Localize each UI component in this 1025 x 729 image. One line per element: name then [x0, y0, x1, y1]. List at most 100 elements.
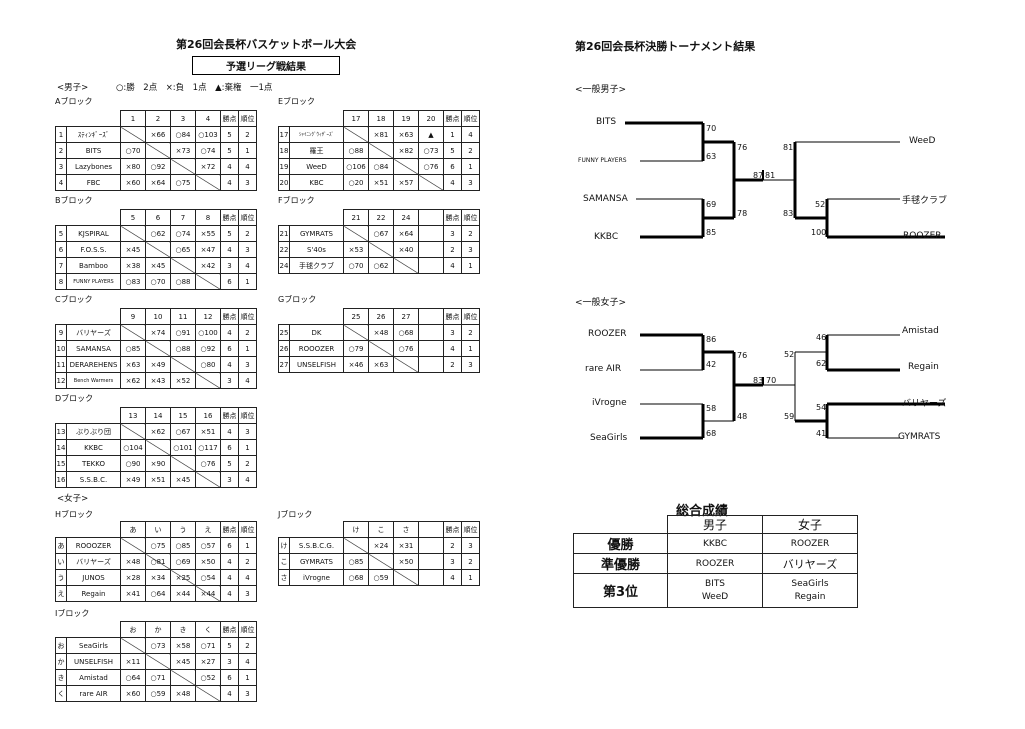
cell — [368, 241, 394, 258]
col-header: 順位 — [461, 209, 480, 226]
left-subtitle: 予選リーグ戦結果 — [192, 56, 340, 75]
cell — [393, 158, 419, 175]
block-a-label: Aブロック — [55, 97, 93, 106]
men-score-final-l: 87 — [753, 171, 764, 180]
women-team-gymrats: GYMRATS — [898, 432, 941, 442]
women-label: <女子> — [57, 494, 89, 504]
cell: 1 — [461, 569, 480, 586]
summary-women-2: バリヤーズ — [762, 553, 858, 574]
men-team-samansa: SAMANSA — [583, 194, 628, 204]
col-header: 順位 — [238, 621, 257, 638]
cell: 3 — [220, 372, 239, 389]
summary-table: 男子 女子 優勝 KKBC ROOZER 準優勝 ROOZER バリヤーズ 第3… — [572, 515, 858, 608]
men-team-weed: WeeD — [909, 136, 936, 146]
summary-label-3: 第3位 — [572, 573, 669, 608]
legend: ○:勝 2点 ×:負 1点 ▲:棄権 一1点 — [116, 83, 273, 93]
cell: 3 — [238, 174, 257, 191]
women-score-roozer: 86 — [706, 335, 717, 344]
team-name: FBC — [66, 174, 121, 191]
cell — [195, 685, 221, 702]
summary-men-1: KKBC — [667, 533, 763, 554]
cell: ○20 — [343, 174, 369, 191]
women-team-rare-air: rare AIR — [585, 364, 622, 374]
cell: 1 — [238, 273, 257, 290]
men-score-semi-l-top: 76 — [737, 143, 748, 152]
summary-women-1: ROOZER — [762, 533, 858, 554]
cell — [343, 537, 369, 554]
men-score-roozer: 100 — [811, 228, 827, 237]
cell: 4 — [238, 372, 257, 389]
summary-col-men: 男子 — [667, 515, 763, 534]
team-name: rare AIR — [66, 685, 121, 702]
block-i-label: Iブロック — [55, 609, 90, 618]
cell — [120, 637, 146, 654]
col-header: 順位 — [461, 521, 480, 538]
cell — [170, 669, 196, 686]
cell — [393, 356, 419, 373]
women-score-semi-l-bot: 48 — [737, 412, 748, 421]
men-team-kkbc: KKBC — [594, 232, 619, 242]
cell: ○70 — [145, 273, 171, 290]
women-score-ivrogne: 58 — [706, 404, 717, 413]
women-team-ivrogne: iVrogne — [592, 398, 627, 408]
cell — [368, 553, 394, 570]
women-team-regain: Regain — [908, 362, 939, 372]
women-score-bariyaz: 54 — [816, 403, 827, 412]
cell: 4 — [238, 471, 257, 488]
block-e-label: Eブロック — [278, 97, 316, 106]
cell — [170, 158, 196, 175]
summary-label-1: 優勝 — [572, 533, 669, 554]
team-name: UNSELFISH — [289, 356, 344, 373]
women-score-seagirls: 68 — [706, 429, 717, 438]
cell: 3 — [238, 585, 257, 602]
cell: 4 — [443, 257, 462, 274]
cell — [145, 653, 171, 670]
summary-women-3b: Regain — [794, 592, 826, 602]
block-g-label: Gブロック — [278, 295, 317, 304]
women-score-regain: 62 — [816, 359, 827, 368]
cell — [393, 569, 419, 586]
women-score-final-r: 70 — [766, 376, 777, 385]
summary-col-women: 女子 — [762, 515, 858, 534]
cell: 3 — [461, 174, 480, 191]
men-score-semi-r-bot: 83 — [783, 209, 794, 218]
cell: ○59 — [145, 685, 171, 702]
women-team-seagirls: SeaGirls — [590, 433, 628, 443]
women-team-amistad: Amistad — [902, 326, 939, 336]
men-score-temari: 52 — [815, 200, 826, 209]
women-score-rare: 42 — [706, 360, 717, 369]
block-h-label: Hブロック — [55, 510, 94, 519]
women-score-final-l: 83 — [753, 376, 764, 385]
cell: 1 — [238, 669, 257, 686]
men-score-funny: 63 — [706, 152, 717, 161]
cell — [393, 257, 419, 274]
men-bracket-label: <一般男子> — [575, 85, 627, 95]
block-d-label: Dブロック — [55, 394, 94, 403]
men-score-samansa: 69 — [706, 200, 717, 209]
cell: ×44 — [195, 585, 221, 602]
right-title: 第26回会長杯決勝トーナメント結果 — [575, 40, 756, 53]
cell: ×45 — [170, 471, 196, 488]
summary-women-3a: SeaGirls — [791, 579, 829, 589]
